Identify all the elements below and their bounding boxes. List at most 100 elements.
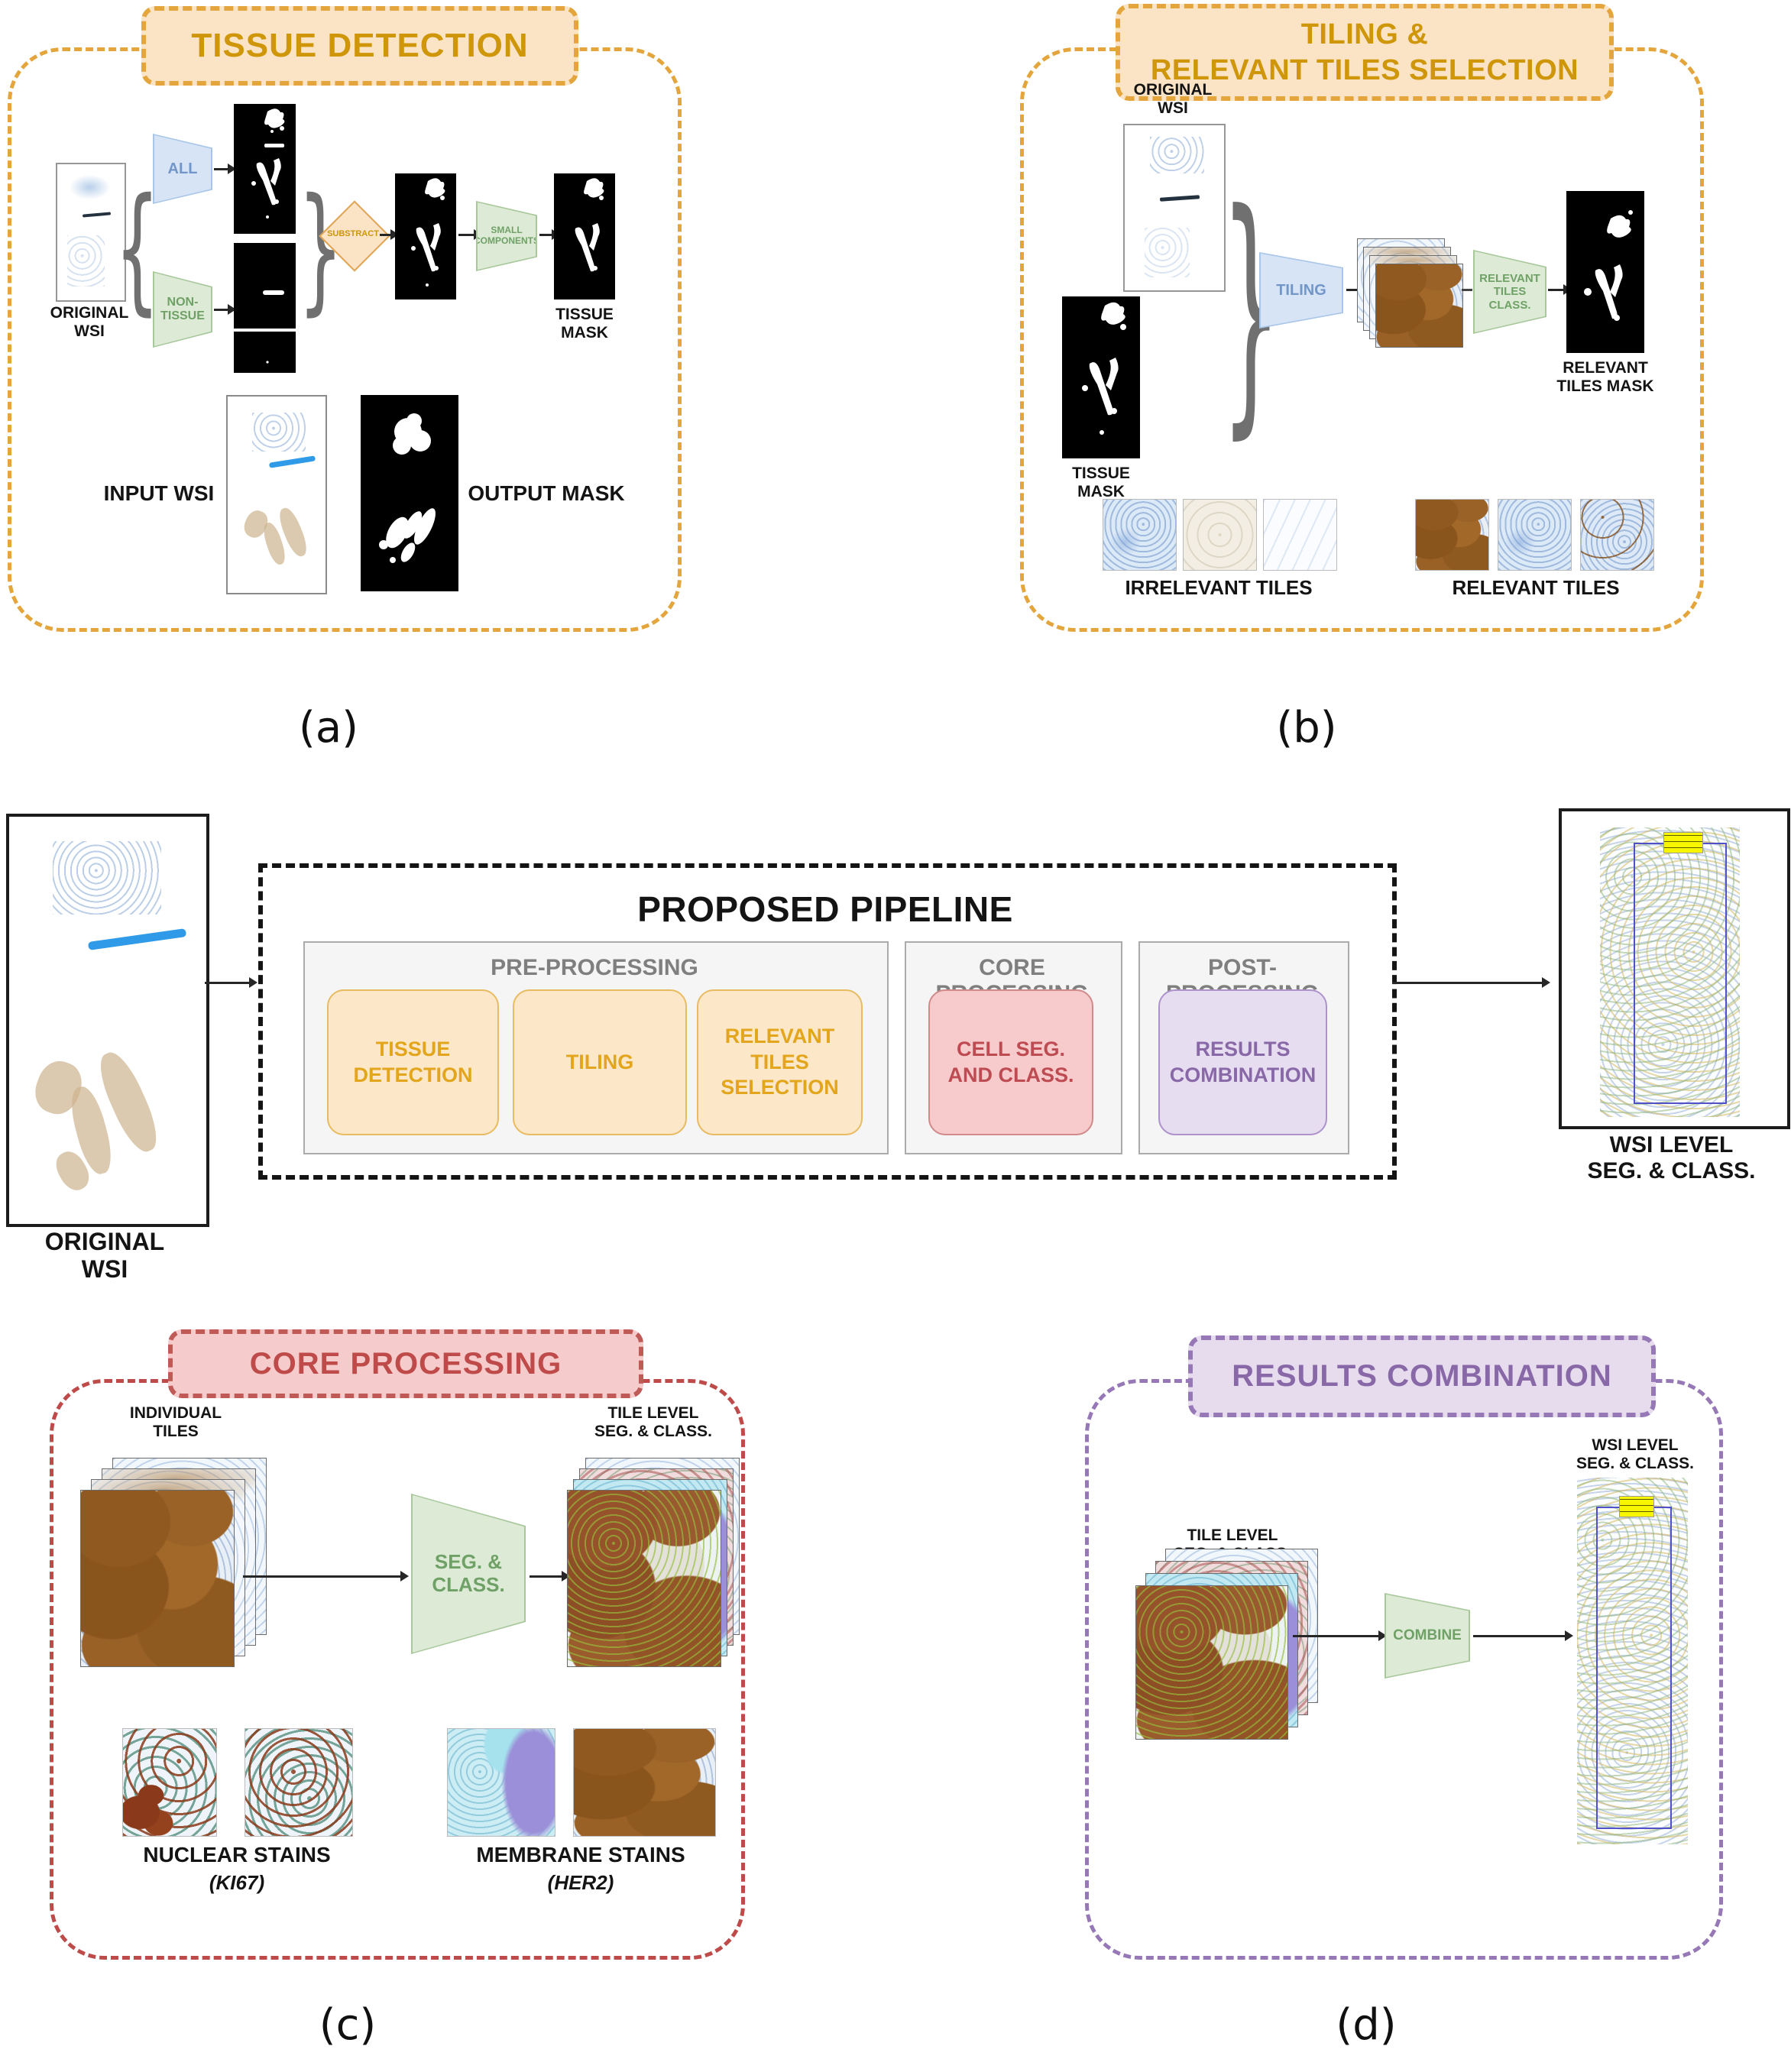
caption-a: (a)	[298, 703, 358, 753]
subtracted-mask-image	[395, 173, 456, 299]
panel-d-wsi-result-image	[1577, 1478, 1688, 1844]
arrow-tiles-to-combine	[1293, 1630, 1387, 1641]
relevant-tiles-class-node: RELEVANT TILES CLASS.	[1473, 250, 1546, 334]
panel-tissue-detection	[8, 47, 682, 632]
split-brace: {	[115, 170, 160, 329]
irrelevant-tile	[1263, 499, 1337, 571]
seg-class-node-label: SEG. & CLASS.	[413, 1495, 524, 1653]
pipeline-box-results-combination: RESULTS COMBINATION	[1158, 989, 1327, 1135]
tissue-blob	[252, 412, 306, 452]
result-annotation-tag	[1663, 831, 1703, 853]
irrelevant-tiles-label: IRRELEVANT TILES	[1125, 576, 1313, 599]
tile-stack-front	[1375, 264, 1463, 348]
mask-graphic	[251, 108, 285, 219]
tissue-mask-image	[554, 173, 615, 299]
individual-tile-front	[80, 1490, 235, 1667]
small-components-node: SMALL COMPONENTS	[476, 201, 537, 271]
membrane-stain-tile	[573, 1728, 716, 1837]
panel-b-title-box: TILING & RELEVANT TILES SELECTION	[1116, 4, 1614, 101]
slide-dash-mark	[1159, 195, 1200, 202]
tiling-node-label: TILING	[1261, 254, 1342, 327]
caption-b: (b)	[1276, 703, 1337, 753]
non-tissue-node-label: NON- TISSUE	[154, 273, 211, 346]
mask-graphic	[1584, 210, 1633, 321]
irrelevant-tile	[1183, 499, 1257, 571]
panel-c-title: CORE PROCESSING	[249, 1346, 562, 1381]
relevant-tile	[1498, 499, 1572, 571]
panel-b-original-wsi-image	[1123, 124, 1226, 292]
small-components-label: SMALL COMPONENTS	[478, 202, 536, 270]
tissue-streaks	[1145, 227, 1190, 277]
pipeline-title: PROPOSED PIPELINE	[637, 889, 1013, 929]
panel-a-title: TISSUE DETECTION	[191, 27, 529, 65]
line-tiles-to-classifier	[1462, 289, 1472, 291]
tissue-streaks	[67, 235, 105, 287]
panel-b-title: TILING & RELEVANT TILES SELECTION	[1150, 18, 1579, 86]
membrane-stain-tile	[447, 1728, 555, 1837]
relevant-tiles-mask-image	[1566, 191, 1644, 353]
combine-node-label: COMBINE	[1386, 1594, 1469, 1677]
pipeline-box-cell-seg-class: CELL SEG. AND CLASS.	[928, 989, 1093, 1135]
membrane-stains-sub: (HER2)	[547, 1871, 614, 1894]
panel-c-title-box: CORE PROCESSING	[168, 1329, 643, 1398]
arrow-to-tissue-mask	[539, 229, 560, 240]
arrow-non-to-mask	[214, 304, 236, 315]
panel-d-title: RESULTS COMBINATION	[1232, 1359, 1612, 1394]
non-tissue-mask-image	[234, 243, 296, 329]
nuclear-stains-sub: (KI67)	[209, 1871, 265, 1894]
pipeline-box-label: TILING	[565, 1050, 634, 1073]
irrelevant-tile	[1103, 499, 1177, 571]
all-node: ALL	[153, 134, 212, 204]
pipeline-box-relevant-tiles-selection: RELEVANT TILES SELECTION	[697, 989, 863, 1135]
pipeline-output-wsi-image	[1559, 808, 1790, 1129]
mask-graphic	[575, 178, 604, 272]
arrow-all-to-mask	[214, 163, 236, 174]
relevant-tile	[1580, 499, 1654, 571]
arrow-combine-to-wsi	[1473, 1630, 1573, 1641]
pipeline-box-label: CELL SEG. AND CLASS.	[947, 1037, 1074, 1086]
pipeline-box-label: RESULTS COMBINATION	[1169, 1037, 1317, 1086]
panel-b-tissue-mask-label: TISSUE MASK	[1072, 465, 1130, 500]
tissue-blob	[69, 175, 110, 200]
arrow-seg-to-tiles	[530, 1571, 570, 1582]
result-annotation-tag	[1619, 1496, 1654, 1517]
arrow-substract-out	[380, 229, 399, 240]
marker-streak	[88, 928, 187, 950]
panel-d-wsi-level-label: WSI LEVEL SEG. & CLASS.	[1576, 1436, 1695, 1472]
caption-c: (c)	[319, 2000, 377, 2050]
mask-graphic	[379, 413, 436, 563]
non-tissue-mask-image-2	[234, 332, 296, 373]
panel-b-tissue-mask-image	[1062, 296, 1140, 458]
panel-b-original-wsi-label: ORIGINAL WSI	[1133, 81, 1213, 117]
result-annotation-rect	[1634, 843, 1728, 1105]
mask-graphic	[263, 290, 284, 295]
membrane-stains-label: MEMBRANE STAINS	[476, 1843, 685, 1866]
relevant-tiles-label: RELEVANT TILES	[1452, 576, 1620, 599]
substract-node-label: SUBSTRACT	[327, 229, 379, 238]
caption-d: (d)	[1336, 2000, 1397, 2050]
non-tissue-node: NON- TISSUE	[153, 271, 212, 348]
mask-graphic	[266, 361, 269, 364]
tissue-blob	[52, 840, 161, 915]
combine-tile-front	[1135, 1585, 1288, 1740]
tile-level-label: TILE LEVEL SEG. & CLASS.	[594, 1404, 713, 1440]
combine-node: COMBINE	[1385, 1593, 1470, 1679]
output-mask-label: OUTPUT MASK	[468, 481, 625, 505]
pipeline-input-wsi-image	[6, 814, 209, 1227]
panel-a-original-wsi-image	[56, 163, 126, 302]
tiling-node: TILING	[1259, 252, 1343, 329]
seg-tile-front	[567, 1490, 721, 1667]
pipeline-box-label: RELEVANT TILES SELECTION	[721, 1024, 839, 1099]
pipeline-box-tissue-detection: TISSUE DETECTION	[327, 989, 499, 1135]
panel-a-original-wsi-label: ORIGINAL WSI	[50, 304, 129, 340]
panel-a-title-box: TISSUE DETECTION	[141, 6, 578, 86]
section-pre-processing-label: PRE-PROCESSING	[491, 955, 698, 980]
nuclear-stains-label: NUCLEAR STAINS	[143, 1843, 331, 1866]
arrow-to-small-components	[458, 229, 482, 240]
marker-streak	[268, 455, 316, 468]
arrow-out-of-pipeline	[1392, 977, 1550, 988]
nuclear-stain-tile	[122, 1728, 217, 1837]
all-mask-image	[234, 104, 296, 234]
result-annotation-rect	[1595, 1507, 1673, 1829]
